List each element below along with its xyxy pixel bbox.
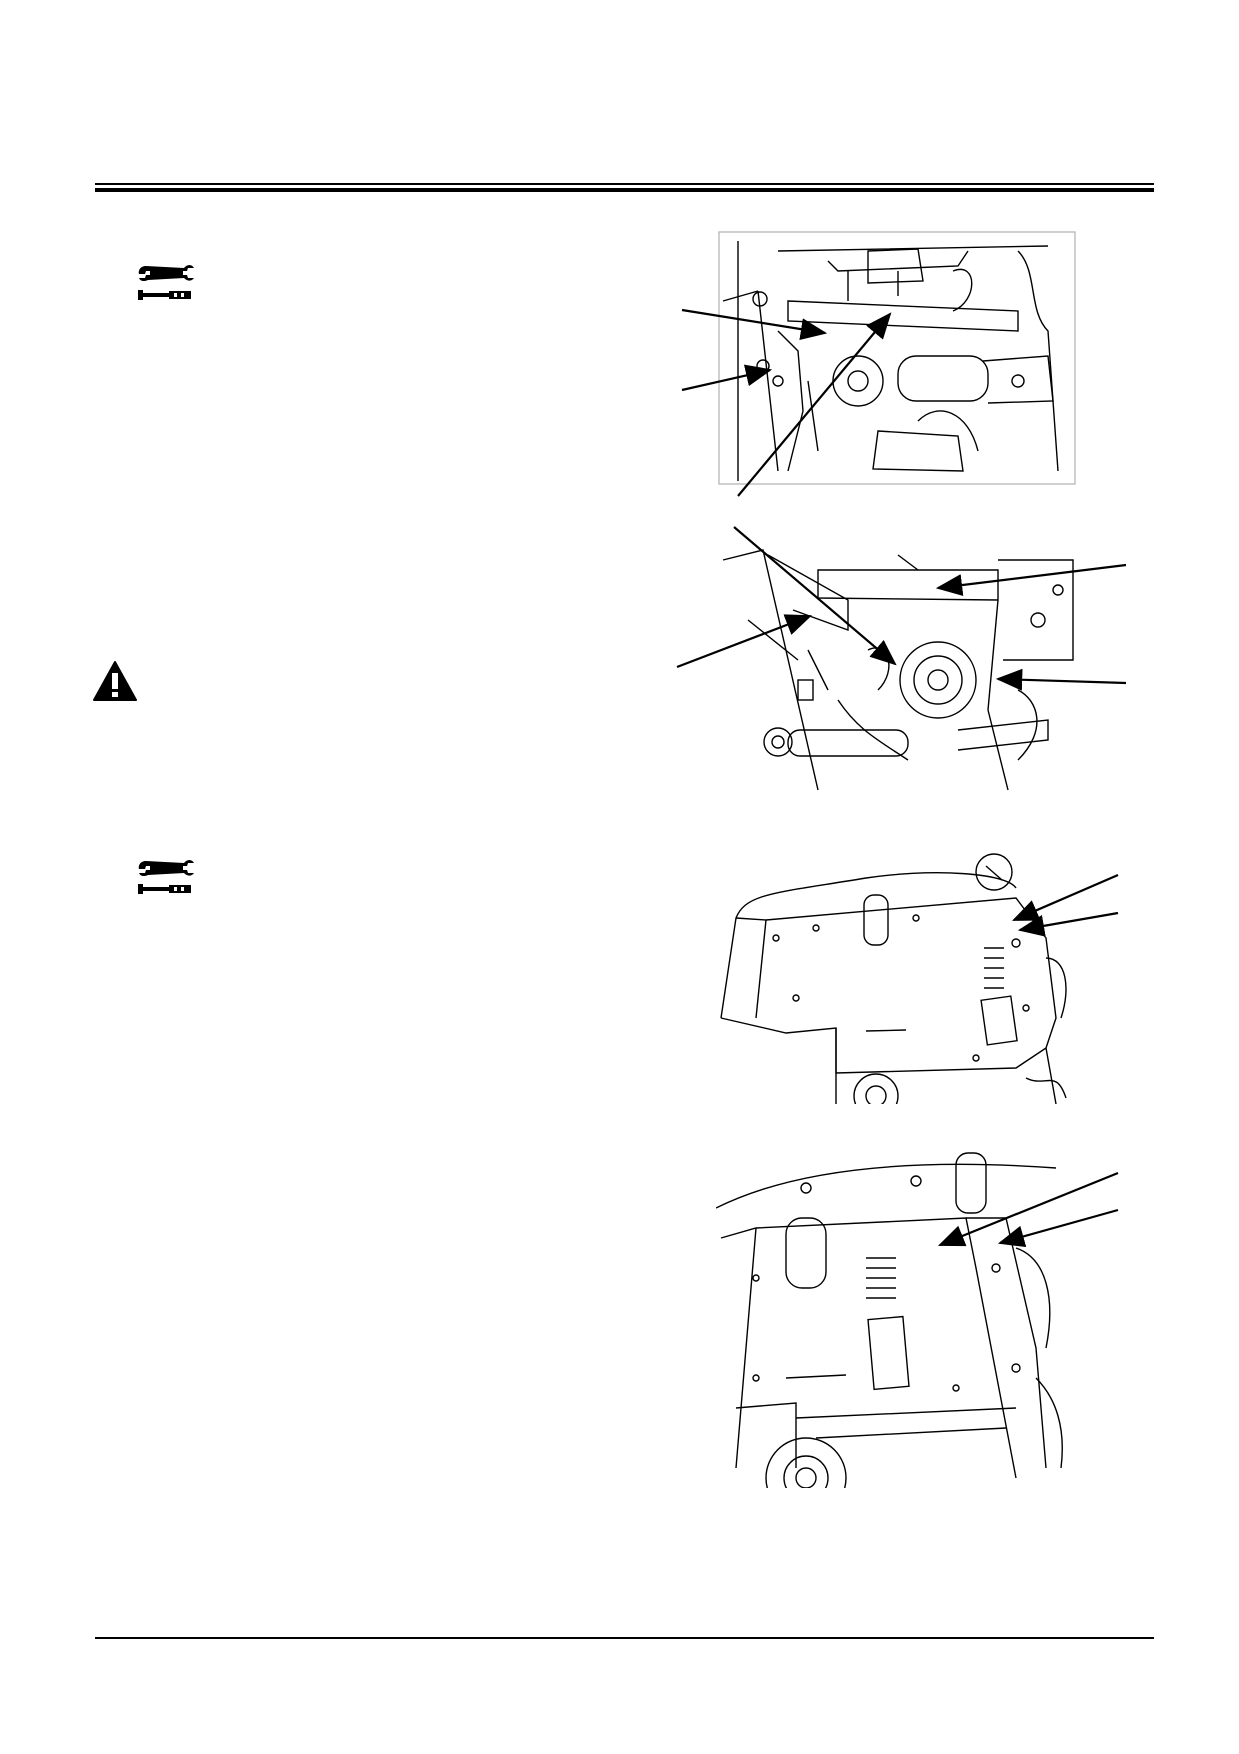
callout-arrow [937,1171,1119,1247]
callout-arrow [737,312,892,497]
callout-arrow [681,308,828,341]
wrench-icon [138,860,194,877]
footer-rule [95,1637,1154,1639]
figure-engine-bracket [718,231,1076,485]
callout-arrow [681,364,773,392]
warning-icon [93,661,137,701]
torque-wrench-icon [138,884,191,894]
callout-arrow [1017,911,1119,937]
wrench-icon [138,265,194,282]
header-rule-thick [95,188,1154,192]
callout-arrow [995,668,1127,691]
torque-wrench-icon [138,290,191,300]
figure-cover-plate [716,848,1076,1104]
header-rule-thin [95,183,1154,185]
callout-arrow [676,614,813,669]
figure-cover-plate-removed [716,1148,1076,1488]
callout-arrow [997,1208,1119,1248]
callout-arrow [1011,873,1119,922]
callout-arrow [733,526,897,666]
callout-arrow [935,563,1127,596]
figure-engine-bracket-side [718,530,1076,794]
